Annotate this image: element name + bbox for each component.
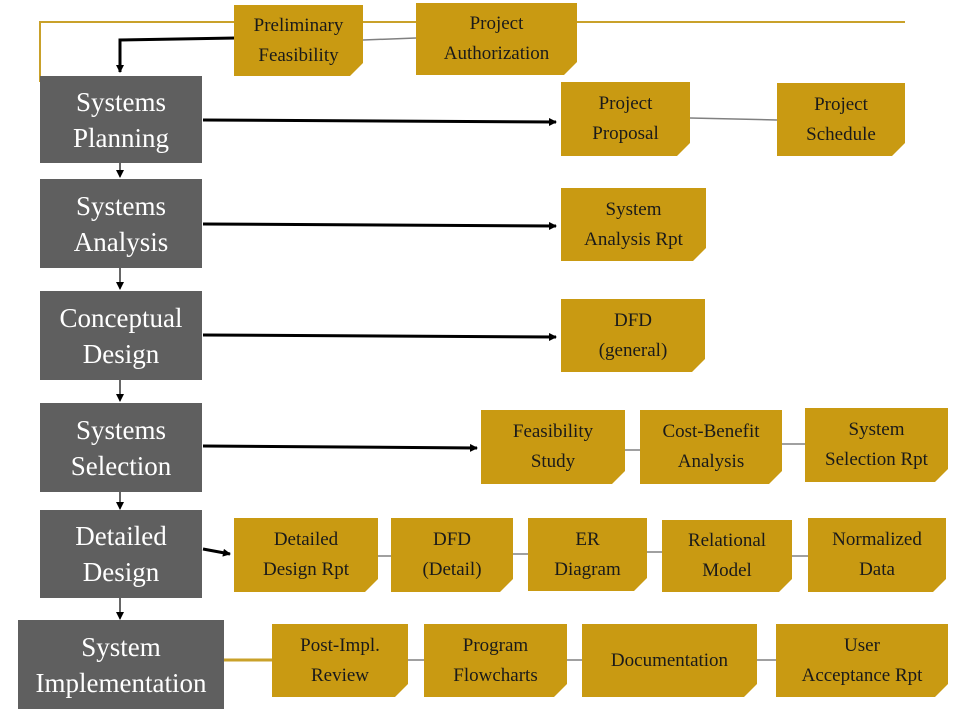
doc-post-impl-review: Post-Impl. Review (272, 624, 408, 697)
doc-label: Detailed Design Rpt (262, 529, 350, 580)
selection-output-arrow (202, 443, 478, 452)
doc-label: User Acceptance Rpt (801, 634, 923, 686)
phase-label: Conceptual Design (59, 302, 183, 369)
doc-normalized-data: Normalized Data (808, 518, 946, 592)
doc-dfd-detail: DFD (Detail) (391, 518, 513, 592)
doc-label: Relational Model (687, 530, 767, 581)
phase-detailed-design: Detailed Design (40, 510, 202, 598)
doc-feasibility-study: Feasibility Study (481, 410, 625, 484)
doc-label: Normalized Data (832, 529, 922, 580)
doc-label: Preliminary Feasibility (253, 14, 344, 66)
frame-line-top (39, 21, 905, 82)
feasibility-to-planning-arrow (116, 36, 237, 73)
phase-systems-planning: Systems Planning (40, 76, 202, 163)
phase-label: Systems Planning (72, 86, 169, 153)
doc-label: Cost-Benefit Analysis (662, 421, 760, 472)
doc-project-proposal: Project Proposal (561, 82, 690, 156)
doc-label: Feasibility Study (512, 421, 594, 472)
doc-label: Program Flowcharts (453, 634, 538, 686)
phase-conceptual-design: Conceptual Design (40, 291, 202, 380)
doc-label: System Analysis Rpt (584, 198, 683, 250)
doc-preliminary-feasibility: Preliminary Feasibility (234, 5, 363, 76)
doc-label: Post-Impl. Review (300, 634, 380, 686)
phase-label: Detailed Design (75, 521, 167, 587)
connector-proposal-schedule (689, 117, 778, 121)
phase-system-implementation: System Implementation (18, 620, 224, 709)
planning-output-arrow (202, 117, 557, 126)
connector-feasibility-authorization (362, 37, 417, 41)
doc-system-analysis-rpt: System Analysis Rpt (561, 188, 706, 261)
doc-label: Documentation (610, 649, 729, 671)
doc-system-selection-rpt: System Selection Rpt (805, 408, 948, 482)
doc-relational-model: Relational Model (662, 520, 792, 592)
doc-label: DFD (general) (598, 309, 668, 361)
doc-label: System Selection Rpt (825, 419, 928, 470)
doc-er-diagram: ER Diagram (528, 518, 647, 591)
doc-cost-benefit-analysis: Cost-Benefit Analysis (640, 410, 782, 484)
doc-dfd-general: DFD (general) (561, 299, 705, 372)
doc-label: Project Authorization (443, 13, 550, 64)
phase-systems-selection: Systems Selection (40, 403, 202, 492)
doc-documentation: Documentation (582, 624, 757, 697)
analysis-output-arrow (202, 221, 557, 230)
doc-label: Project Schedule (806, 93, 876, 145)
doc-detailed-design-rpt: Detailed Design Rpt (234, 518, 378, 592)
doc-project-authorization: Project Authorization (416, 3, 577, 75)
phase-label: System Implementation (35, 631, 207, 698)
conceptual-output-arrow (202, 332, 557, 341)
doc-program-flowcharts: Program Flowcharts (424, 624, 567, 697)
doc-label: DFD (Detail) (422, 529, 482, 580)
doc-project-schedule: Project Schedule (777, 83, 905, 156)
doc-user-acceptance-rpt: User Acceptance Rpt (776, 624, 948, 697)
phase-label: Systems Selection (70, 414, 172, 481)
detailed-output-arrow (202, 547, 231, 557)
phase-label: Systems Analysis (73, 190, 169, 257)
phase-systems-analysis: Systems Analysis (40, 179, 202, 268)
doc-label: ER Diagram (554, 528, 621, 580)
doc-label: Project Proposal (592, 93, 659, 144)
